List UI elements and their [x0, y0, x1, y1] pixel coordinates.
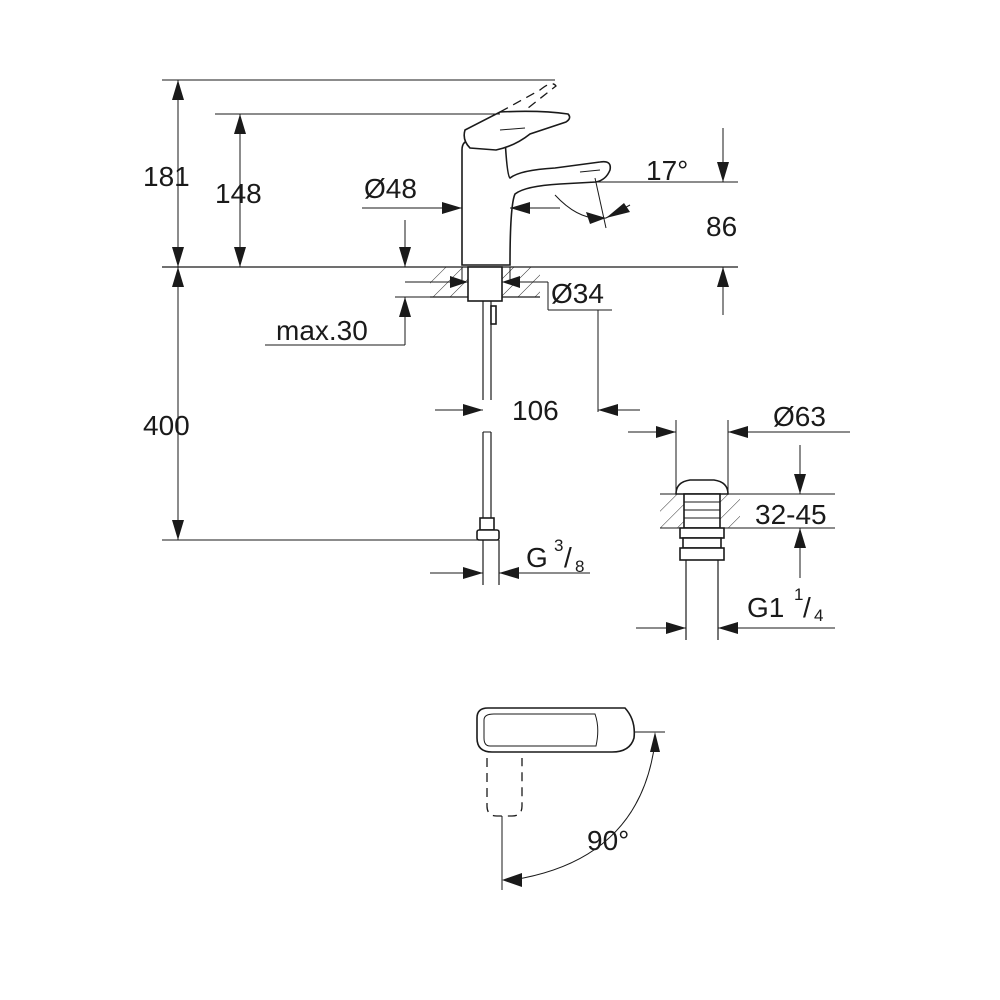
waste-nut-3	[679, 547, 725, 561]
label-waste-thread: G1	[747, 592, 784, 623]
label-hose-length: 400	[143, 410, 190, 441]
dimension-body-diameter	[362, 202, 560, 214]
label-waste-thread-den: 4	[814, 606, 823, 625]
waste-assembly	[660, 479, 740, 640]
waste-nut-2	[682, 537, 722, 549]
label-hose-thread-num: 3	[554, 536, 563, 555]
hose-clip	[490, 305, 497, 325]
label-lever-angle: 90°	[587, 825, 629, 856]
dimension-hose-thread	[430, 567, 590, 579]
label-waste-diameter: Ø63	[773, 401, 826, 432]
lever-top-view	[476, 707, 665, 890]
label-waste-thread-slash: /	[803, 592, 811, 623]
label-waste-thread-num: 1	[794, 585, 803, 604]
label-spout-angle: 17°	[646, 155, 688, 186]
hose-fitting	[476, 529, 500, 541]
faucet-side-view	[162, 83, 738, 585]
lever-outline	[476, 707, 636, 753]
dimension-waste-range	[740, 445, 835, 578]
label-hole-diameter: Ø34	[551, 278, 604, 309]
waste-nut-1	[679, 527, 725, 539]
mounting-shank	[467, 266, 503, 302]
label-hose-thread: G	[526, 542, 548, 573]
waste-cap	[675, 479, 729, 495]
waste-body	[683, 493, 721, 529]
label-height-spout: 148	[215, 178, 262, 209]
label-projection: 106	[512, 395, 559, 426]
lever-raised-outline	[499, 83, 557, 113]
dimension-projection	[435, 310, 640, 416]
label-height-total: 181	[143, 161, 190, 192]
dimension-lines-height	[162, 79, 738, 541]
label-max-thickness: max.30	[276, 315, 368, 346]
hose-nut	[479, 517, 495, 531]
lever-handle	[463, 110, 571, 151]
dimension-hole-diameter	[405, 276, 612, 311]
rotation-arc	[511, 741, 656, 881]
label-waste-range: 32-45	[755, 499, 827, 530]
dimension-max-thickness	[265, 220, 430, 346]
label-hose-thread-slash: /	[564, 542, 572, 573]
dimension-waste-diameter	[628, 420, 850, 494]
dimension-waste-thread	[636, 622, 835, 634]
dimension-spout-angle	[554, 177, 700, 229]
label-body-diameter: Ø48	[364, 173, 417, 204]
label-hose-thread-den: 8	[575, 557, 584, 576]
lever-rotated-outline	[486, 758, 523, 817]
faucet-body	[461, 137, 612, 266]
label-spout-outlet-height: 86	[706, 211, 737, 242]
